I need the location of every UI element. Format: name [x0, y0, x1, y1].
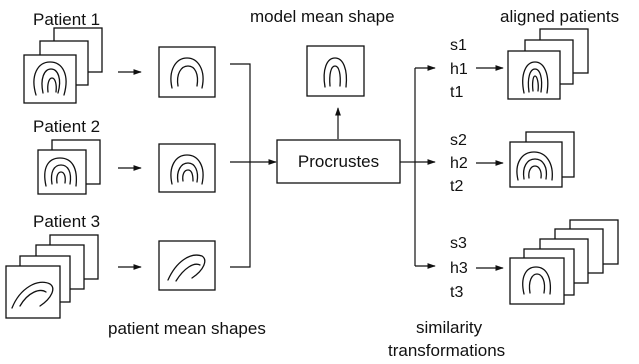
patient-2-mean-shape — [158, 143, 216, 193]
patient-3-image-stack — [5, 234, 99, 319]
transform-1-s: s1 — [450, 37, 467, 54]
similarity-label: similarity — [416, 318, 483, 337]
contour-outer — [33, 61, 67, 96]
patient-3-label: Patient 3 — [33, 212, 100, 231]
patient-1-image-stack — [23, 27, 103, 104]
patient-2-image-stack — [37, 139, 101, 195]
patient-1-label: Patient 1 — [33, 10, 100, 29]
transform-3-t: t3 — [450, 284, 463, 301]
transform-2-t: t2 — [450, 178, 463, 195]
transform-2-s: s2 — [450, 132, 467, 149]
aligned-patient-2-stack — [509, 131, 575, 188]
aligned-patients-label: aligned patients — [500, 7, 619, 26]
procrustes-box — [276, 139, 401, 184]
connector-bracket — [230, 63, 251, 268]
transform-group-3: s3 h3 t3 — [450, 235, 468, 301]
patient-1-mean-shape — [158, 46, 216, 98]
transform-3-s: s3 — [450, 235, 467, 252]
transform-2-h: h2 — [450, 155, 468, 172]
aligned-patient-3-stack — [509, 219, 619, 305]
transform-3-h: h3 — [450, 260, 468, 277]
patient-2-label: Patient 2 — [33, 117, 100, 136]
model-mean-shape-image — [306, 45, 365, 97]
model-mean-shape-label: model mean shape — [250, 7, 395, 26]
patient-mean-shapes-label: patient mean shapes — [108, 319, 266, 338]
transform-group-1: s1 h1 t1 — [450, 37, 468, 101]
aligned-patient-1-stack — [507, 28, 589, 100]
transformations-label: transformations — [388, 341, 505, 360]
procrustes-label: Procrustes — [298, 152, 379, 171]
transform-1-h: h1 — [450, 61, 468, 78]
transform-group-2: s2 h2 t2 — [450, 132, 468, 195]
patient-3-mean-shape — [158, 240, 216, 291]
transform-1-t: t1 — [450, 84, 463, 101]
